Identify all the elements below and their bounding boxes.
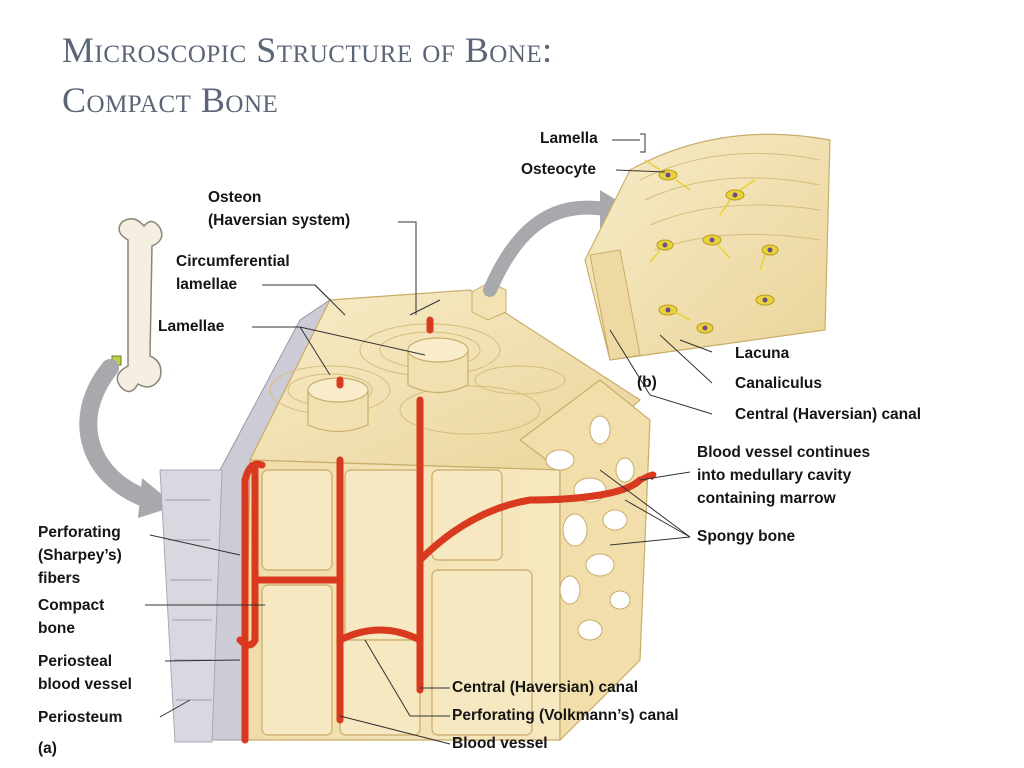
zoom-arrow-a [79,359,159,509]
panel-tag-a: (a) [38,740,57,757]
slide-title-line-1: Microscopic Structure of Bone: [62,30,553,70]
label-lamella: Lamella [540,130,598,147]
label-periosteal-vessel-1: Periosteal [38,653,113,670]
panel-tag-b: (b) [637,374,657,391]
label-canaliculus: Canaliculus [735,375,822,392]
label-circumferential-lamellae: lamellae [176,276,238,293]
osteon-cylinders [307,337,469,433]
label-osteon-haversian: (Haversian system) [208,212,351,229]
label-circumferential: Circumferential [176,253,290,270]
blood-vessels [236,316,644,744]
label-central-canal-a: Central (Haversian) canal [452,679,639,696]
label-perforating-fibers-2: (Sharpey’s) [38,547,122,564]
label-periosteal-vessel-2: blood vessel [38,676,132,693]
slide-title-line-2: Compact Bone [62,80,279,120]
zoom-arrow-b [483,200,617,297]
label-perforating-fibers-3: fibers [38,570,81,587]
label-vessel-continues-1: Blood vessel continues [697,444,871,461]
label-periosteum: Periosteum [38,709,123,726]
label-vessel-continues-3: containing marrow [697,490,836,507]
label-lacuna: Lacuna [735,345,790,362]
label-osteon: Osteon [208,189,262,206]
leader-lines [145,133,713,745]
label-compact-bone-2: bone [38,620,76,637]
label-spongy-bone: Spongy bone [697,528,796,545]
label-compact-bone-1: Compact [38,597,105,614]
label-central-canal-b: Central (Haversian) canal [735,406,922,423]
long-bone-icon [111,218,163,393]
label-perforating-fibers-1: Perforating [38,524,121,541]
label-lamellae: Lamellae [158,318,225,335]
label-osteocyte: Osteocyte [521,161,596,178]
label-volkmann-canal: Perforating (Volkmann’s) canal [452,707,679,724]
label-blood-vessel: Blood vessel [452,735,548,752]
label-vessel-continues-2: into medullary cavity [697,467,852,484]
